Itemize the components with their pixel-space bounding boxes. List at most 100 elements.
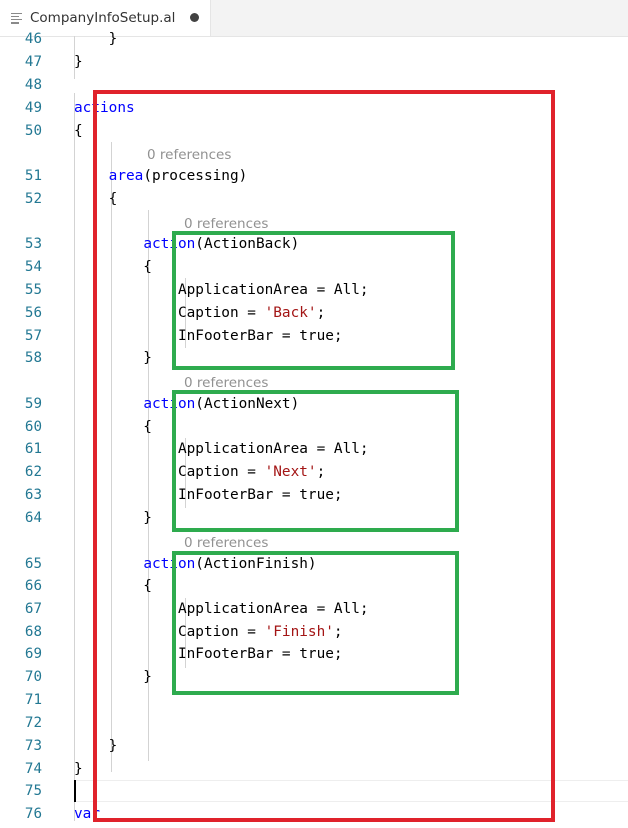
codelens-action-next[interactable]: 0 references (184, 375, 269, 391)
codelens-action-back[interactable]: 0 references (184, 216, 269, 232)
keyword-token: action (143, 556, 196, 572)
code-token: ; (316, 464, 326, 480)
line-number: 54 (24, 259, 42, 275)
code-text: } (74, 347, 152, 369)
code-line[interactable]: 66 { (0, 575, 628, 597)
code-line[interactable]: 51 area(processing) (0, 165, 628, 187)
code-token: { (74, 259, 152, 275)
line-number: 72 (24, 715, 42, 731)
code-line[interactable]: 54 { (0, 256, 628, 278)
code-text: } (74, 51, 83, 73)
editor-tab[interactable]: CompanyInfoSetup.al (0, 0, 211, 36)
code-line[interactable]: 48 (0, 74, 628, 96)
code-line[interactable]: 62 Caption = 'Next'; (0, 461, 628, 483)
code-line[interactable]: 72 (0, 712, 628, 734)
code-line[interactable]: 65 action(ActionFinish) (0, 553, 628, 575)
line-number: 62 (24, 464, 42, 480)
code-line[interactable]: 68 Caption = 'Finish'; (0, 621, 628, 643)
code-line[interactable]: 64 } (0, 507, 628, 529)
code-token: InFooterBar = true; (74, 328, 343, 344)
codelens-action-finish[interactable]: 0 references (184, 535, 269, 551)
line-number: 67 (24, 601, 42, 617)
code-token: { (74, 123, 83, 139)
code-line[interactable]: 69 InFooterBar = true; (0, 643, 628, 665)
line-number: 65 (24, 556, 42, 572)
line-number: 76 (24, 806, 42, 822)
code-text: } (74, 735, 118, 757)
code-line[interactable]: 49 actions (0, 97, 628, 119)
code-token: } (74, 350, 152, 366)
code-line[interactable]: 53 action(ActionBack) (0, 233, 628, 255)
code-text: } (74, 507, 152, 529)
code-token (74, 168, 109, 184)
line-number: 49 (24, 100, 42, 116)
code-line[interactable]: 63 InFooterBar = true; (0, 484, 628, 506)
code-token: ApplicationArea = All; (74, 601, 369, 617)
line-number: 58 (24, 350, 42, 366)
line-number: 52 (24, 191, 42, 207)
code-line[interactable]: 56 Caption = 'Back'; (0, 302, 628, 324)
code-text: { (74, 256, 152, 278)
code-token: ApplicationArea = All; (74, 282, 369, 298)
code-token: { (74, 419, 152, 435)
unsaved-dot-icon[interactable] (190, 13, 199, 22)
code-line[interactable]: 55 ApplicationArea = All; (0, 279, 628, 301)
line-number: 53 (24, 236, 42, 252)
code-token (74, 396, 143, 412)
current-line-highlight (74, 780, 628, 802)
code-token: } (74, 510, 152, 526)
line-number: 69 (24, 646, 42, 662)
keyword-token: action (143, 236, 196, 252)
code-line[interactable]: 67 ApplicationArea = All; (0, 598, 628, 620)
code-text: area(processing) (74, 165, 248, 187)
code-token: ; (333, 624, 343, 640)
code-text: Caption = 'Next'; (74, 461, 325, 483)
code-line[interactable]: 70 } (0, 666, 628, 688)
line-number: 70 (24, 669, 42, 685)
code-line[interactable]: 47} (0, 51, 628, 73)
keyword-token: action (143, 396, 196, 412)
code-text: InFooterBar = true; (74, 643, 343, 665)
string-token: 'Next' (264, 464, 317, 480)
line-number: 50 (24, 123, 42, 139)
code-token: { (74, 578, 152, 594)
code-line[interactable]: 60 { (0, 416, 628, 438)
code-line[interactable]: 57 InFooterBar = true; (0, 325, 628, 347)
line-number: 64 (24, 510, 42, 526)
code-token: } (74, 54, 83, 70)
code-line[interactable]: 74} (0, 758, 628, 780)
code-token: (ActionBack) (195, 236, 300, 252)
code-line[interactable]: 73 } (0, 735, 628, 757)
code-token: Caption = (74, 464, 265, 480)
line-number: 61 (24, 441, 42, 457)
code-line[interactable]: 75 (0, 780, 628, 802)
code-token: (processing) (143, 168, 248, 184)
code-line[interactable]: 59 action(ActionNext) (0, 393, 628, 415)
code-token: ApplicationArea = All; (74, 441, 369, 457)
line-number: 46 (24, 31, 42, 47)
line-number: 47 (24, 54, 42, 70)
code-line[interactable]: 52 { (0, 188, 628, 210)
code-line[interactable]: 71 (0, 689, 628, 711)
code-text: action(ActionBack) (74, 233, 299, 255)
text-caret (74, 780, 76, 802)
line-number: 60 (24, 419, 42, 435)
code-text: { (74, 120, 83, 142)
code-line[interactable]: 50 { (0, 120, 628, 142)
code-line[interactable]: 61 ApplicationArea = All; (0, 438, 628, 460)
line-number: 73 (24, 738, 42, 754)
code-text: { (74, 416, 152, 438)
codelens-area-processing[interactable]: 0 references (147, 147, 232, 163)
code-text: } (74, 758, 83, 780)
keyword-token: actions (74, 100, 135, 116)
code-token: } (74, 669, 152, 685)
code-text: InFooterBar = true; (74, 484, 343, 506)
string-token: 'Back' (264, 305, 317, 321)
code-text: actions (74, 97, 135, 119)
code-text: } (74, 28, 118, 50)
code-line[interactable]: 46 } (0, 28, 628, 50)
code-token: } (74, 761, 83, 777)
code-line[interactable]: 58 } (0, 347, 628, 369)
